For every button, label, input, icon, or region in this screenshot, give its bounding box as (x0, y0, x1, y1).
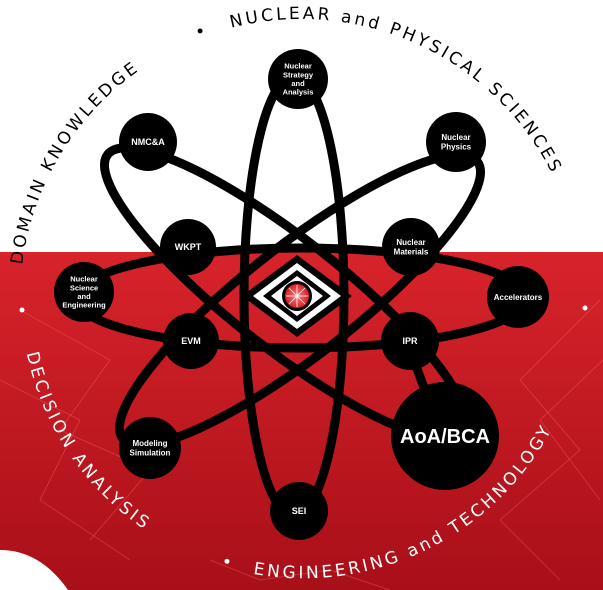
node-circle (268, 49, 328, 109)
node-label: NMC&A (131, 137, 165, 147)
node-wkpt: WKPT (160, 219, 216, 275)
node-circle (119, 113, 177, 171)
node-label: EVM (181, 336, 201, 346)
node-label: IPR (402, 336, 418, 346)
node-label: WKPT (175, 242, 202, 252)
node-circle (391, 382, 499, 490)
node-circle (163, 313, 219, 369)
node-circle (160, 219, 216, 275)
node-circle (487, 266, 549, 328)
node-label: AoA/BCA (400, 426, 490, 448)
node-label: Nuclear (70, 275, 98, 284)
node-evm: EVM (163, 313, 219, 369)
node-circle (382, 218, 440, 276)
node-label: Nuclear (284, 62, 312, 71)
background-network (0, 299, 603, 590)
node-circle (426, 112, 486, 172)
node-nmca: NMC&A (119, 113, 177, 171)
node-accel: Accelerators (487, 266, 549, 328)
node-ipr: IPR (381, 312, 439, 370)
node-label: Physics (441, 142, 472, 151)
node-label: and (77, 292, 91, 301)
node-sei: SEI (270, 482, 328, 540)
node-label: Strategy (283, 70, 314, 79)
node-label: Nuclear (396, 238, 425, 247)
node-label: Science (70, 283, 98, 292)
node-label: Simulation (130, 448, 171, 457)
node-label: Materials (394, 247, 429, 256)
node-label: Engineering (62, 301, 106, 310)
node-circle (270, 482, 328, 540)
node-circle (119, 417, 181, 479)
node-circle (54, 262, 114, 322)
node-label: Nuclear (441, 133, 470, 142)
node-label: and (291, 79, 305, 88)
node-label: Accelerators (494, 293, 543, 302)
node-label: Modeling (132, 439, 167, 448)
node-circle (381, 312, 439, 370)
center-emblem (242, 255, 352, 337)
background-top (0, 0, 603, 252)
bullet-left (19, 307, 25, 313)
node-aoa: AoA/BCA (391, 382, 499, 490)
node-label: Analysis (283, 88, 314, 97)
node-label: SEI (292, 506, 307, 516)
corner-shape (0, 550, 68, 590)
bullet-right (582, 305, 588, 311)
